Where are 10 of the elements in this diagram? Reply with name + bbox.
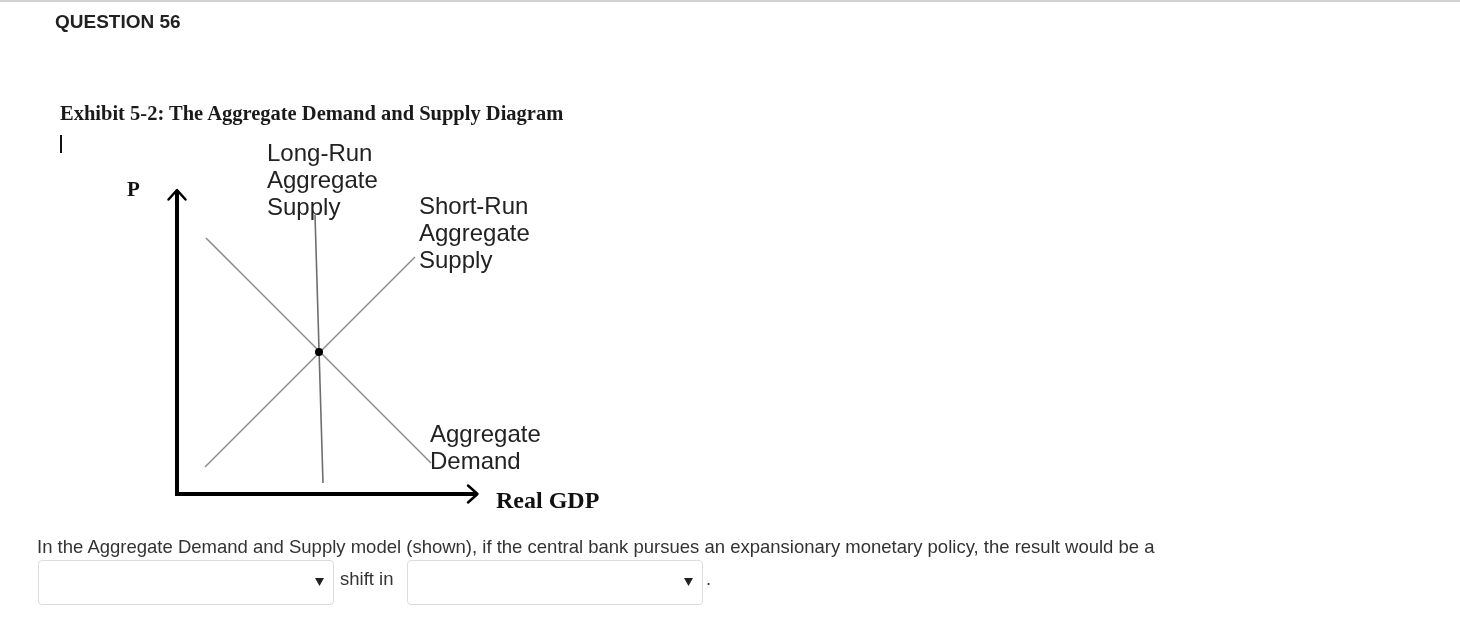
question-text: In the Aggregate Demand and Supply model (shown), if the central bank pursues an expansionary monetary policy, the result would be a [37,536,1155,558]
exhibit-title: Exhibit 5-2: The Aggregate Demand and Supply Diagram [60,101,564,125]
axis-label: P [127,177,140,202]
axis-label: Real GDP [496,486,600,514]
sentence-period: . [706,568,712,590]
curve-label: Long-Run Aggregate Supply [267,139,379,220]
curve-label: Aggregate Demand [430,420,542,474]
question-text: shift in [340,568,394,590]
question-heading: QUESTION 56 [55,10,181,33]
curve-label: Short-Run Aggregate Supply [419,192,531,273]
